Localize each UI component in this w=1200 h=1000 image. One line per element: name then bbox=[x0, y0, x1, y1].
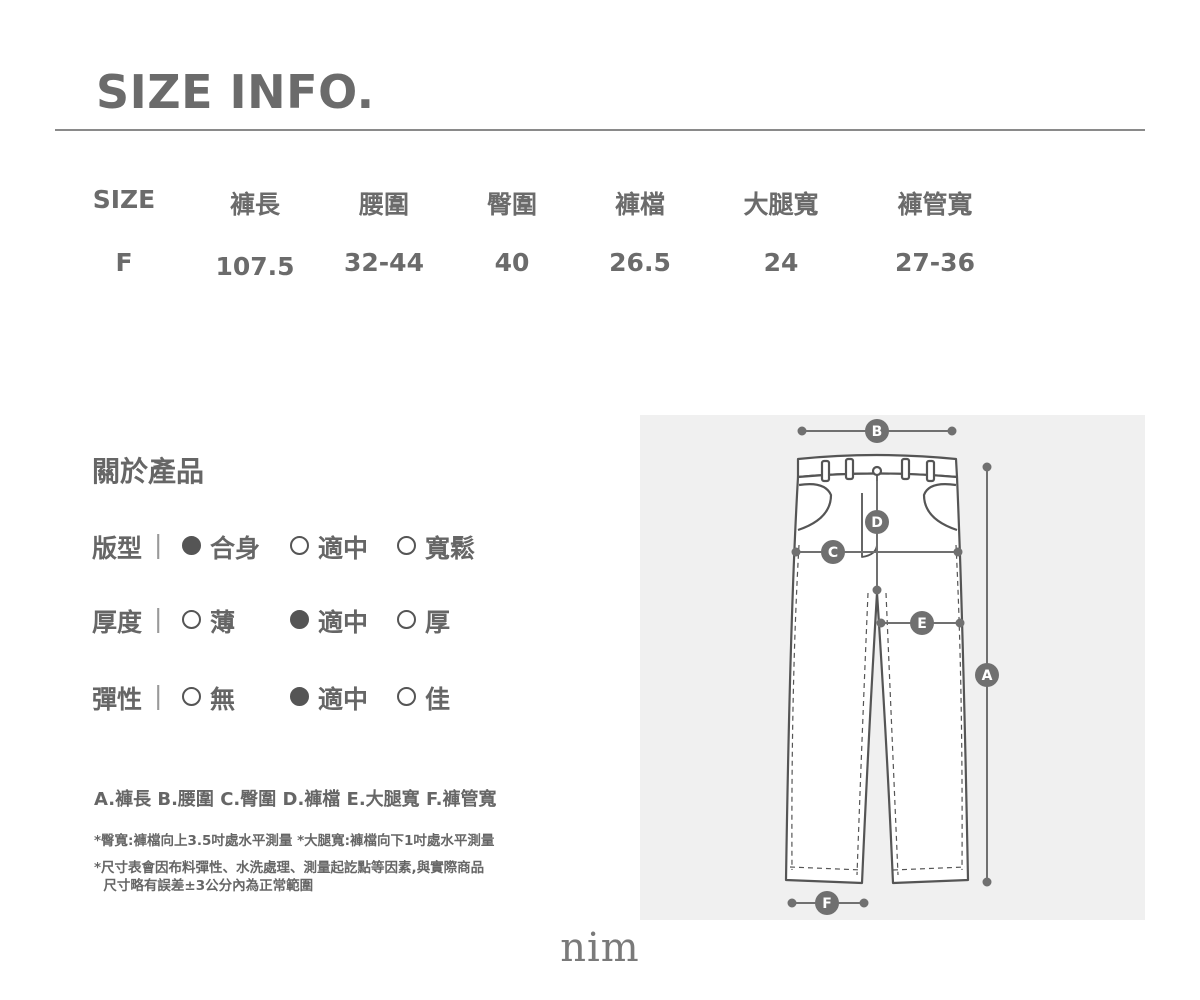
table-cell: 32-44 bbox=[344, 248, 424, 277]
radio-dot-icon bbox=[397, 536, 416, 555]
note-line: *尺寸表會因布料彈性、水洗處理、測量起訖點等因素,與實際商品 bbox=[94, 860, 485, 876]
pants-illustration-icon bbox=[784, 453, 970, 885]
attribute-separator: | bbox=[154, 530, 163, 559]
marker-d-icon bbox=[865, 510, 889, 534]
table-header: 褲檔 bbox=[614, 190, 665, 219]
table-header: SIZE bbox=[92, 185, 156, 214]
option-label: 適中 bbox=[318, 608, 369, 637]
radio-dot-icon bbox=[182, 687, 201, 706]
table-cell: 40 bbox=[494, 248, 530, 277]
marker-a-label: A bbox=[982, 668, 993, 684]
attribute-separator: | bbox=[154, 681, 163, 710]
page-title: SIZE INFO. bbox=[96, 65, 375, 119]
radio-dot-icon bbox=[290, 536, 309, 555]
radio-dot-icon bbox=[182, 536, 201, 555]
product-section-title: 關於產品 bbox=[92, 455, 205, 488]
table-header: 臀圍 bbox=[486, 190, 537, 219]
measurement-legend: A.褲長 B.腰圍 C.臀圍 D.褲檔 E.大腿寬 F.褲管寬 bbox=[94, 789, 497, 810]
marker-e-label: E bbox=[917, 616, 927, 632]
table-cell: 27-36 bbox=[895, 248, 975, 277]
radio-dot-icon bbox=[290, 687, 309, 706]
marker-f-label: F bbox=[822, 896, 832, 912]
option-label: 適中 bbox=[318, 534, 369, 563]
attribute-label: 版型 bbox=[92, 534, 143, 563]
option-elasticity-2: 適中 bbox=[290, 676, 410, 716]
marker-b-icon bbox=[865, 419, 889, 443]
note-line: 尺寸略有誤差±3公分內為正常範圍 bbox=[94, 878, 314, 894]
attribute-separator: | bbox=[154, 604, 163, 633]
table-cell: 26.5 bbox=[609, 248, 671, 277]
note-line: *臀寬:褲檔向上3.5吋處水平測量 *大腿寬:褲檔向下1吋處水平測量 bbox=[94, 833, 495, 849]
attribute-row-elasticity: 彈性 | 無 適中 佳 bbox=[92, 676, 612, 716]
attribute-label: 厚度 bbox=[92, 608, 143, 637]
marker-c-icon bbox=[821, 540, 845, 564]
option-label: 無 bbox=[210, 685, 236, 714]
brand-logo: nim bbox=[560, 925, 640, 971]
option-thickness-3: 厚 bbox=[397, 599, 517, 639]
option-label: 合身 bbox=[210, 534, 261, 563]
option-fit-3: 寬鬆 bbox=[397, 525, 517, 565]
radio-dot-icon bbox=[182, 610, 201, 629]
option-label: 適中 bbox=[318, 685, 369, 714]
radio-dot-icon bbox=[397, 610, 416, 629]
option-label: 厚 bbox=[425, 608, 451, 637]
table-cell: 107.5 bbox=[215, 252, 295, 281]
table-header: 褲管寬 bbox=[897, 190, 973, 219]
option-fit-1: 合身 bbox=[182, 525, 302, 565]
option-elasticity-3: 佳 bbox=[397, 676, 517, 716]
option-thickness-2: 適中 bbox=[290, 599, 410, 639]
option-elasticity-1: 無 bbox=[182, 676, 302, 716]
option-fit-2: 適中 bbox=[290, 525, 410, 565]
measure-markers: B C D E A F bbox=[815, 419, 999, 915]
attribute-row-fit: 版型 | 合身 適中 寬鬆 bbox=[92, 525, 612, 565]
attribute-label: 彈性 bbox=[92, 685, 143, 714]
pants-diagram: B C D E A F bbox=[640, 415, 1145, 920]
option-label: 佳 bbox=[425, 685, 451, 714]
marker-a-icon bbox=[975, 663, 999, 687]
marker-f-icon bbox=[815, 891, 839, 915]
title-divider bbox=[55, 129, 1145, 131]
attribute-row-thickness: 厚度 | 薄 適中 厚 bbox=[92, 599, 612, 639]
option-thickness-1: 薄 bbox=[182, 599, 302, 639]
option-label: 寬鬆 bbox=[425, 534, 476, 563]
option-label: 薄 bbox=[210, 608, 236, 637]
marker-d-label: D bbox=[871, 515, 883, 531]
marker-c-label: C bbox=[828, 545, 838, 561]
table-header: 大腿寬 bbox=[743, 190, 819, 219]
marker-b-label: B bbox=[872, 424, 883, 440]
pants-diagram-svg: B C D E A F bbox=[784, 419, 999, 915]
radio-dot-icon bbox=[290, 610, 309, 629]
table-header: 腰圍 bbox=[358, 190, 409, 219]
table-cell: 24 bbox=[763, 248, 799, 277]
table-cell: F bbox=[115, 248, 133, 277]
radio-dot-icon bbox=[397, 687, 416, 706]
table-header: 褲長 bbox=[229, 190, 280, 219]
marker-e-icon bbox=[910, 611, 934, 635]
